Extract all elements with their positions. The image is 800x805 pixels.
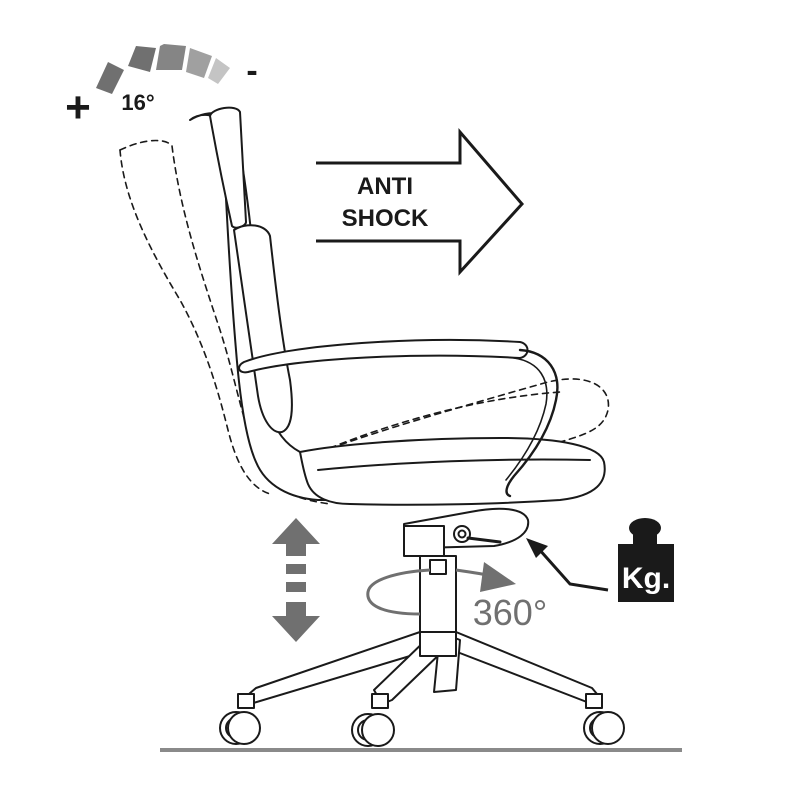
- height-dash-2: [286, 582, 306, 592]
- rotation-indicator: 360°: [366, 562, 547, 633]
- anti-shock-line2: SHOCK: [342, 205, 429, 232]
- anti-shock-line1: ANTI: [357, 173, 413, 200]
- reclined-backrest-outline: [119, 139, 331, 505]
- tilt-angle-label: 16°: [121, 90, 154, 115]
- height-arrow-down: [272, 602, 320, 642]
- weight-label: Kg.: [622, 562, 670, 595]
- caster-center: [351, 693, 395, 747]
- tension-knob-icon: [453, 525, 502, 544]
- minus-icon: -: [246, 52, 257, 90]
- weight-icon: Kg.: [618, 518, 674, 602]
- anti-shock-arrow: ANTI SHOCK: [316, 127, 525, 276]
- backrest-rear-pad-upper: [209, 106, 247, 229]
- seat-cushion: [299, 437, 606, 506]
- minus-label: -: [246, 52, 257, 90]
- weight-indicator: Kg.: [526, 518, 674, 602]
- rotation-arrow-head: [480, 562, 516, 592]
- caster-right: [583, 693, 625, 745]
- caster-left: [219, 693, 261, 745]
- armrest-frame-inner: [505, 357, 548, 481]
- backrest-rear-pad-lower: [233, 224, 293, 434]
- rotation-arc: [366, 568, 431, 616]
- chair-illustration: [119, 106, 625, 747]
- gas-lift-top: [429, 559, 447, 575]
- plus-icon: +: [65, 83, 91, 132]
- weight-pointer-arrow: [536, 547, 609, 592]
- armrest-pad: [238, 339, 529, 374]
- anti-shock-arrow-outline: [316, 127, 525, 276]
- height-dash-1: [286, 564, 306, 574]
- weight-pointer-head: [526, 538, 548, 558]
- rotation-label: 360°: [473, 592, 547, 633]
- mechanism-block: [403, 525, 445, 557]
- star-base: [241, 631, 603, 705]
- seat-cushion-seam: [317, 458, 591, 471]
- tilt-indicator: + - 16°: [65, 44, 258, 132]
- plus-label: +: [65, 83, 91, 132]
- tilt-arc-segments: [96, 44, 230, 94]
- height-arrow-up: [272, 518, 320, 556]
- height-adjust-icon: [272, 518, 320, 642]
- armrest-frame: [505, 348, 559, 498]
- reclined-seat-outline: [319, 378, 610, 453]
